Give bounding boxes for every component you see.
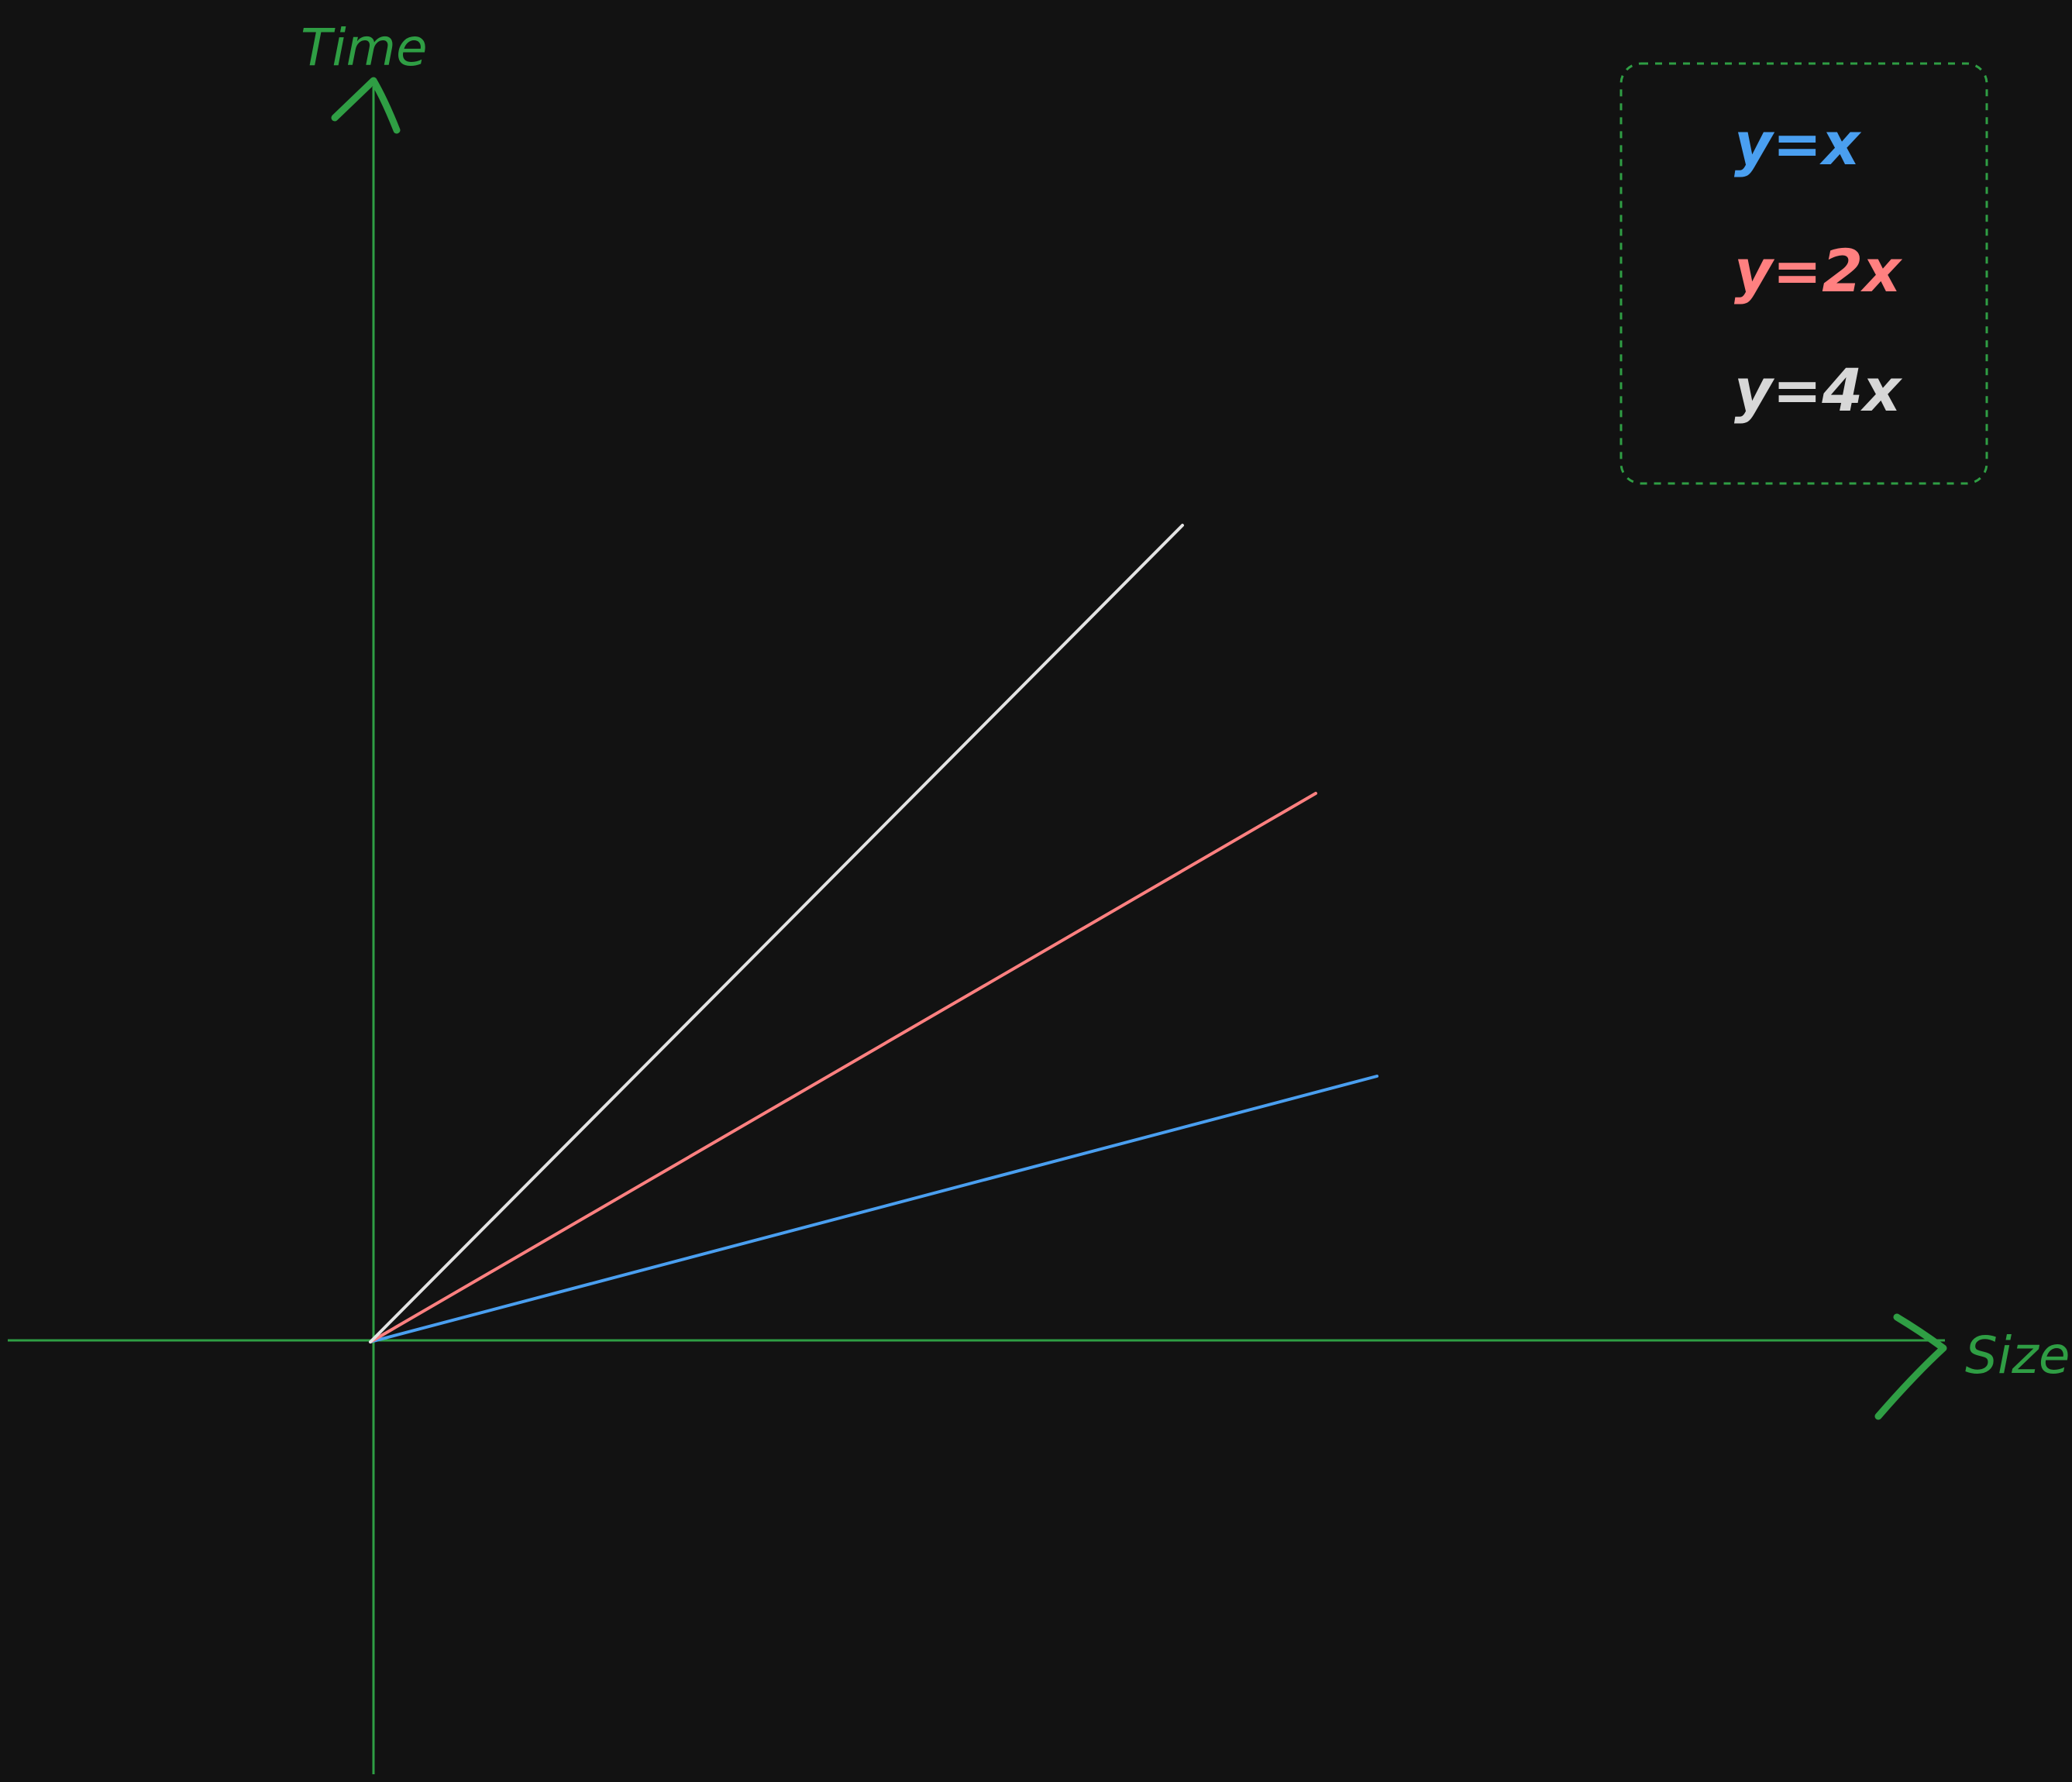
legend-entry-2: y=2x	[1734, 236, 1902, 305]
legend-entry-3: y=4x	[1734, 356, 1902, 425]
y-axis-arrowhead	[331, 77, 401, 134]
legend-entry-1: y=x	[1734, 109, 1861, 178]
axes: Time Size	[8, 18, 2070, 1774]
series-layer	[369, 524, 1378, 1343]
series-line-3	[369, 524, 1184, 1343]
legend-box	[1619, 62, 1988, 485]
legend: y=x y=2x y=4x	[1619, 62, 1988, 485]
series-line-1	[369, 1075, 1378, 1343]
x-axis-arrowhead	[1874, 1313, 1947, 1420]
legend-items: y=x y=2x y=4x	[1734, 109, 1902, 425]
x-axis-label: Size	[1965, 1326, 2070, 1385]
y-axis-label: Time	[301, 18, 428, 77]
series-line-2	[369, 792, 1317, 1343]
